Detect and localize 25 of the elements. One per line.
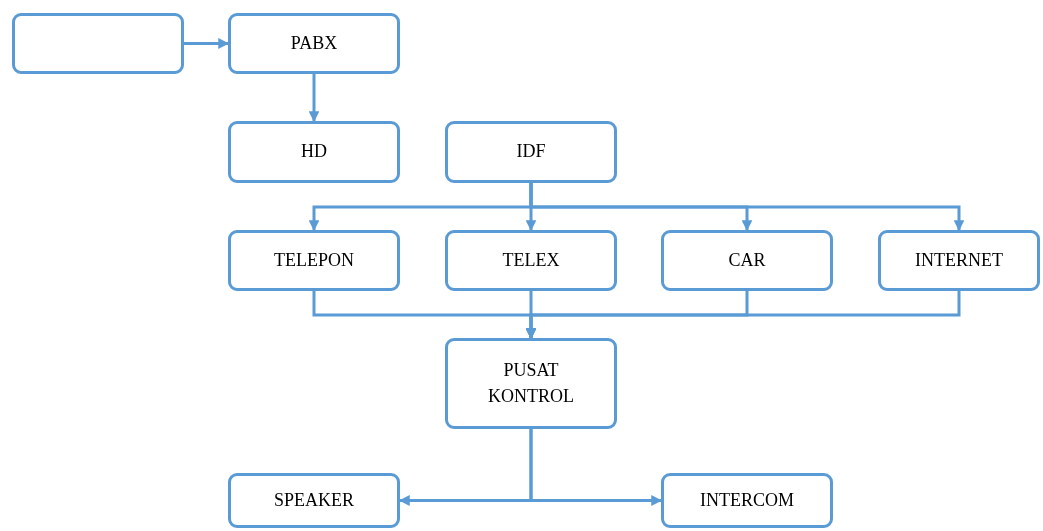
process-box xyxy=(445,338,617,429)
box-label: PUSAT KONTROL xyxy=(487,359,575,408)
box-label: TELEX xyxy=(502,248,560,272)
box-label: HD xyxy=(301,140,327,164)
arrow xyxy=(529,183,965,232)
arrow xyxy=(184,38,230,49)
arrow xyxy=(529,429,663,506)
process-box xyxy=(445,230,617,291)
box-label: CAR xyxy=(728,248,766,272)
process-box xyxy=(661,473,833,528)
process-box xyxy=(661,230,833,291)
process-box xyxy=(228,473,400,528)
process-box xyxy=(878,230,1040,291)
box-label: INTERNET xyxy=(915,248,1003,272)
arrow xyxy=(308,74,320,123)
box-label: IDF xyxy=(516,140,546,164)
process-box xyxy=(228,13,400,74)
process-box xyxy=(12,13,184,74)
box-label: PABX xyxy=(290,31,338,55)
box-label: INTERCOM xyxy=(700,488,794,512)
process-box xyxy=(228,121,400,183)
process-box xyxy=(228,230,400,291)
box-label: SPEAKER xyxy=(274,488,354,512)
process-box xyxy=(445,121,617,183)
box-label: TELEPON xyxy=(274,248,354,272)
